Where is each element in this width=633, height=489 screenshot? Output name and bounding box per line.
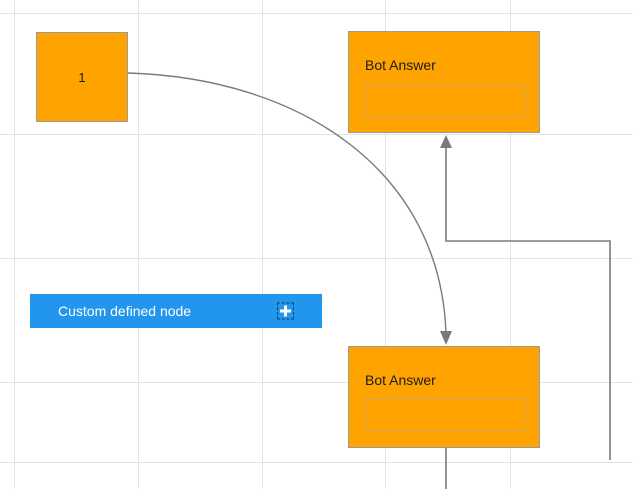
plus-icon-vertical-bar xyxy=(284,305,287,317)
custom-defined-node-button[interactable]: Custom defined node xyxy=(30,294,322,328)
node-title: Bot Answer xyxy=(365,57,436,73)
custom-defined-node-label: Custom defined node xyxy=(58,303,192,319)
node-square-1[interactable]: 1 xyxy=(36,32,128,122)
node-title: Bot Answer xyxy=(365,372,436,388)
node-bot-answer-top[interactable]: Bot Answer xyxy=(348,31,540,133)
node-bot-answer-bottom[interactable]: Bot Answer xyxy=(348,346,540,448)
node-square-label: 1 xyxy=(78,69,86,85)
plus-icon[interactable] xyxy=(277,302,294,320)
node-content-slot[interactable] xyxy=(365,84,525,117)
node-content-slot[interactable] xyxy=(365,399,525,432)
